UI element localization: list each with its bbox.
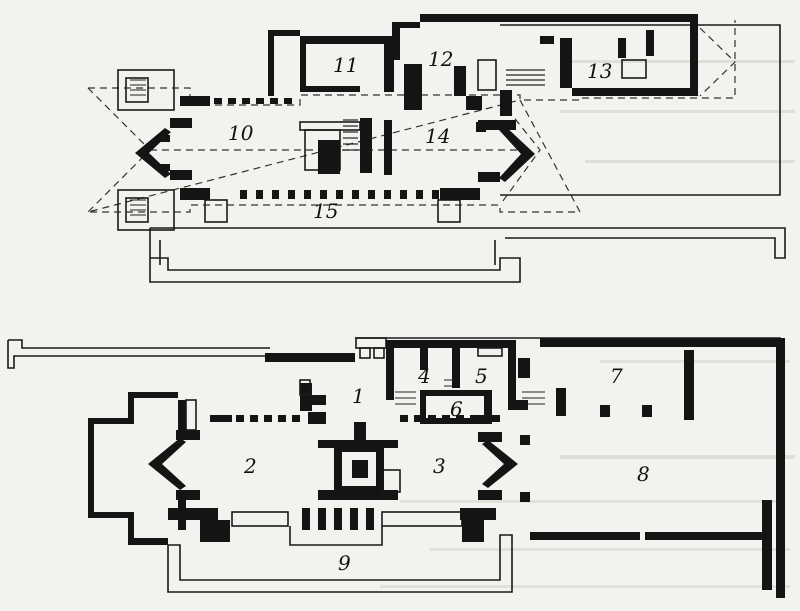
room-label-13: 13 — [587, 59, 612, 83]
page-bleed-through — [380, 60, 795, 588]
room-label-8: 8 — [637, 462, 650, 486]
room-label-9: 9 — [338, 551, 351, 575]
room-label-2: 2 — [243, 454, 257, 478]
room-label-10: 10 — [228, 121, 254, 145]
terrace-outline — [500, 24, 781, 196]
room-label-6: 6 — [450, 397, 463, 421]
room-label-11: 11 — [333, 53, 358, 77]
room-label-1: 1 — [352, 384, 365, 408]
room-label-14: 14 — [425, 124, 450, 148]
room-label-5: 5 — [475, 364, 488, 388]
room-label-3: 3 — [433, 454, 446, 478]
lower-floor-plan — [7, 337, 785, 598]
roof-outline — [87, 20, 736, 213]
south-terrace-outline — [167, 534, 513, 593]
upper-floor-plan — [87, 14, 786, 283]
room-label-15: 15 — [313, 199, 338, 223]
room-label-4: 4 — [417, 364, 431, 388]
south-colonnade — [240, 190, 439, 199]
room-labels: 10 11 12 13 14 15 1 2 3 4 5 6 7 8 9 — [228, 47, 650, 575]
room-label-7: 7 — [610, 364, 623, 388]
room-label-12: 12 — [428, 47, 453, 71]
